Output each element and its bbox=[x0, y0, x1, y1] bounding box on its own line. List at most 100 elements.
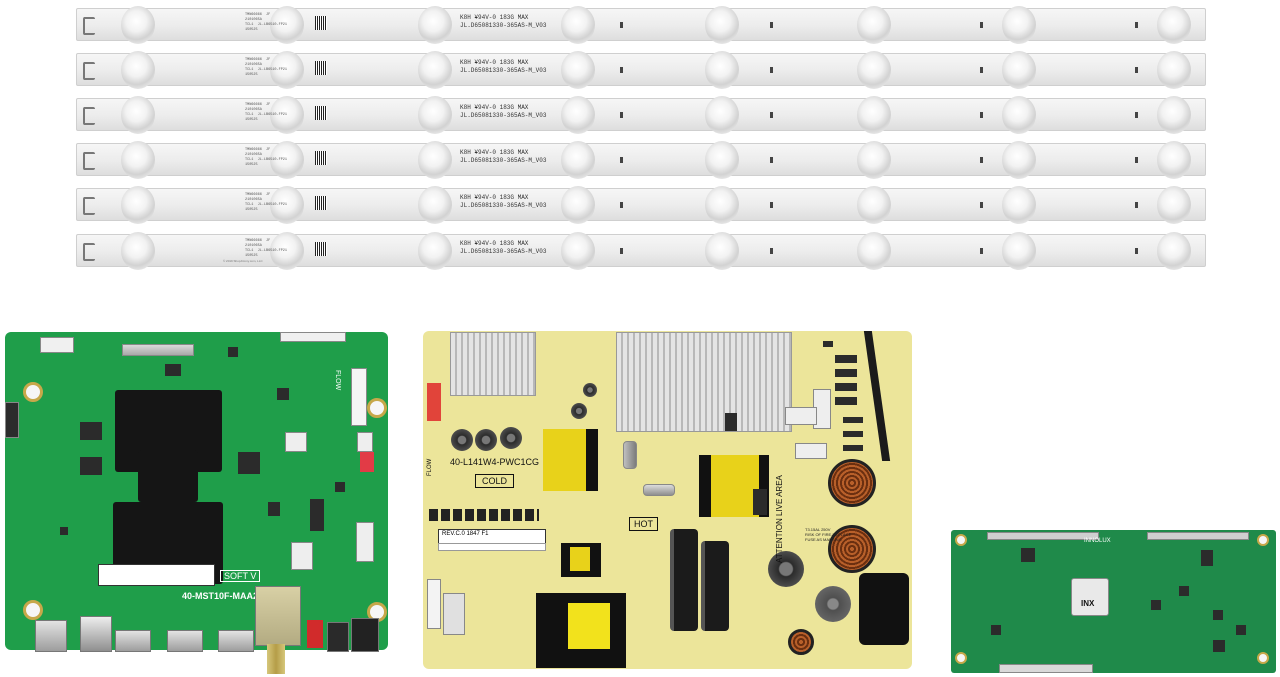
led-lens bbox=[857, 141, 891, 179]
optical-port bbox=[307, 620, 323, 648]
led-lens bbox=[121, 96, 155, 134]
capacitor bbox=[475, 429, 497, 451]
led-lens bbox=[1157, 51, 1191, 89]
strip-marker bbox=[1135, 67, 1138, 73]
led-lens bbox=[270, 141, 304, 179]
transformer-standby bbox=[543, 429, 589, 491]
tuner-module bbox=[255, 586, 301, 646]
transformer-main bbox=[711, 455, 759, 517]
strip-small-print: TMN66666 JF 2101065A TCL1 JL-LB6510-FP21… bbox=[245, 239, 288, 258]
strip-marker bbox=[1135, 202, 1138, 208]
power-board-heatsink-main bbox=[616, 332, 792, 432]
strip-part-number: JL.D65081330-365AS-M_V03 bbox=[460, 157, 547, 164]
electrolytic-capacitor bbox=[670, 529, 698, 631]
led-lens bbox=[857, 186, 891, 224]
led-lens bbox=[1002, 96, 1036, 134]
strip-marker bbox=[770, 202, 773, 208]
led-lens bbox=[561, 51, 595, 89]
tcon-bottom-connector bbox=[999, 664, 1093, 673]
strip-small-print: TMN66666 JF 2101065A TCL1 JL-LB6510-FP21… bbox=[245, 13, 288, 32]
led-lens bbox=[121, 186, 155, 224]
led-lens bbox=[705, 186, 739, 224]
strip-marker bbox=[980, 112, 983, 118]
led-lens bbox=[121, 232, 155, 270]
led-lens bbox=[1157, 186, 1191, 224]
audio-jack bbox=[327, 622, 349, 652]
led-lens bbox=[857, 6, 891, 44]
main-board-flow-label: FLOW bbox=[334, 370, 341, 391]
power-board-output-connector bbox=[427, 383, 441, 421]
led-lens bbox=[418, 141, 452, 179]
strip-part-number: JL.D65081330-365AS-M_V03 bbox=[460, 67, 547, 74]
strip-barcode bbox=[315, 242, 327, 256]
ac-input-socket bbox=[859, 573, 909, 645]
tcon-controller-chip bbox=[1071, 578, 1109, 616]
strip-marker bbox=[980, 67, 983, 73]
electrolytic-capacitor bbox=[701, 541, 729, 631]
strip-part-number: JL.D65081330-365AS-M_V03 bbox=[460, 22, 547, 29]
coax-connector bbox=[267, 644, 285, 674]
led-lens bbox=[857, 51, 891, 89]
strip-marker bbox=[1135, 157, 1138, 163]
led-lens bbox=[270, 6, 304, 44]
led-lens bbox=[1002, 6, 1036, 44]
led-lens bbox=[270, 51, 304, 89]
hdmi-port-3 bbox=[218, 630, 254, 652]
strip-marker bbox=[770, 22, 773, 28]
capacitor bbox=[451, 429, 473, 451]
led-lens bbox=[121, 6, 155, 44]
led-lens bbox=[1002, 51, 1036, 89]
led-lens bbox=[561, 186, 595, 224]
strip-barcode bbox=[315, 16, 327, 30]
led-lens bbox=[705, 51, 739, 89]
led-strip: TMN66666 JF 2101065A TCL1 JL-LB6510-FP21… bbox=[76, 6, 1206, 44]
strip-marker bbox=[620, 157, 623, 163]
strip-marker bbox=[620, 248, 623, 254]
strip-barcode bbox=[315, 151, 327, 165]
led-lens bbox=[1157, 141, 1191, 179]
led-lens bbox=[1157, 96, 1191, 134]
strip-marker bbox=[980, 157, 983, 163]
led-lens bbox=[418, 51, 452, 89]
usb-port bbox=[35, 620, 67, 652]
strip-code-line: K8H ¥94V-0 183G MAX bbox=[460, 14, 529, 21]
strip-marker bbox=[1135, 248, 1138, 254]
main-board-chip-middle bbox=[138, 450, 198, 502]
strip-marker bbox=[620, 22, 623, 28]
led-lens bbox=[857, 96, 891, 134]
led-strip: TMN66666 JF 2101065A TCL1 JL-LB6510-FP21… bbox=[76, 141, 1206, 179]
strip-marker bbox=[620, 202, 623, 208]
led-lens bbox=[705, 232, 739, 270]
strip-marker bbox=[620, 67, 623, 73]
led-lens bbox=[561, 96, 595, 134]
led-lens bbox=[1002, 186, 1036, 224]
strip-part-number: JL.D65081330-365AS-M_V03 bbox=[460, 202, 547, 209]
tcon-chip-label: INX bbox=[1081, 599, 1095, 608]
led-lens bbox=[1157, 6, 1191, 44]
capacitor-large bbox=[768, 551, 804, 587]
led-strip: TMN66666 JF 2101065A TCL1 JL-LB6510-FP21… bbox=[76, 232, 1206, 270]
strip-code-line: K8H ¥94V-0 183G MAX bbox=[460, 194, 529, 201]
led-lens bbox=[418, 6, 452, 44]
led-lens bbox=[418, 96, 452, 134]
strip-barcode bbox=[315, 106, 327, 120]
power-board-cold-label: COLD bbox=[475, 474, 515, 488]
led-lens bbox=[1002, 232, 1036, 270]
led-lens bbox=[705, 96, 739, 134]
strip-small-print: TMN66666 JF 2101065A TCL1 JL-LB6510-FP21… bbox=[245, 148, 288, 167]
strip-barcode bbox=[315, 196, 327, 210]
led-lens bbox=[121, 141, 155, 179]
led-lens bbox=[705, 141, 739, 179]
power-board: 40-L141W4-PWC1CG COLD HOT ATTENTION LIVE… bbox=[423, 331, 912, 669]
strip-code-line: K8H ¥94V-0 183G MAX bbox=[460, 59, 529, 66]
strip-marker bbox=[770, 157, 773, 163]
tcon-board: INNOLUX INX bbox=[951, 530, 1276, 673]
led-strip: TMN66666 JF 2101065A TCL1 JL-LB6510-FP21… bbox=[76, 51, 1206, 89]
led-lens bbox=[1002, 141, 1036, 179]
filter-coil bbox=[828, 525, 876, 573]
led-lens bbox=[270, 186, 304, 224]
